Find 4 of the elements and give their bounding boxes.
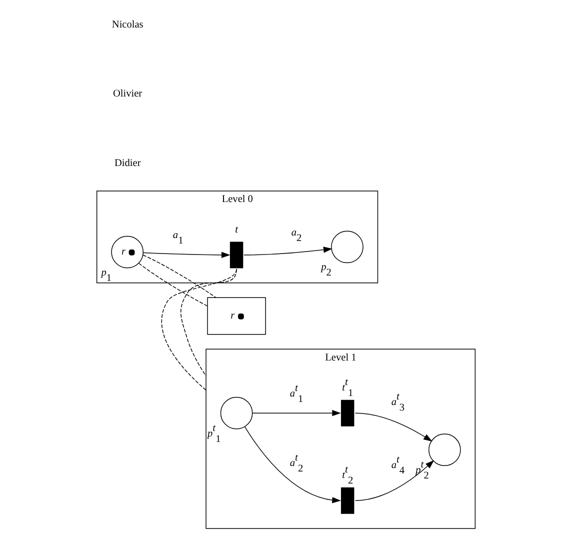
- label: Didier: [114, 158, 140, 169]
- node-label: t: [234, 224, 238, 236]
- label: Nicolas: [111, 20, 143, 31]
- label: Olivier: [112, 88, 142, 100]
